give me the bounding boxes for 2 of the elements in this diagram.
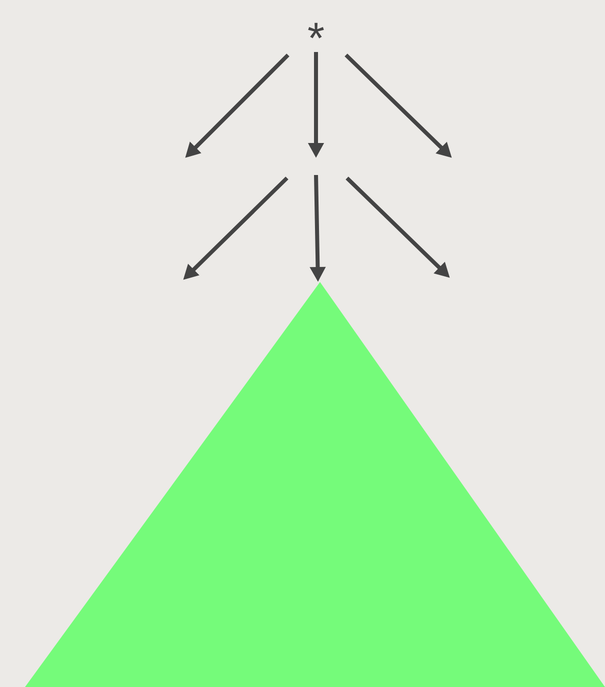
triangle-shape	[25, 282, 605, 687]
asterisk-label: *	[308, 22, 324, 38]
